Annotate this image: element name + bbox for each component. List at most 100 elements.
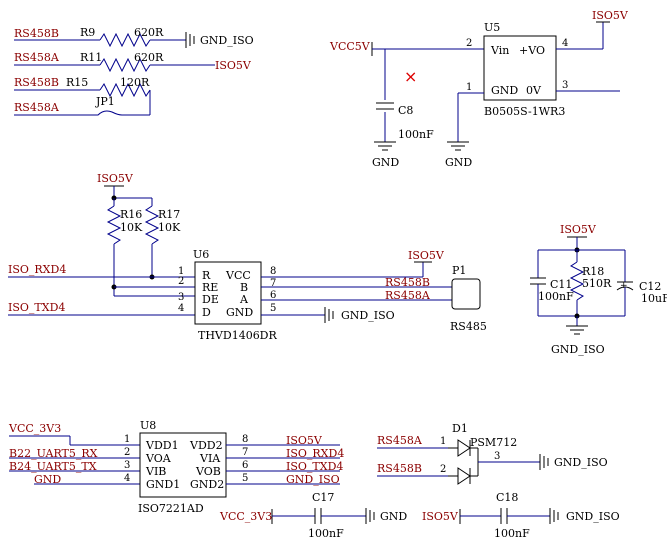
pin-number: 2 [440, 464, 446, 475]
u5-0v: 0V [526, 84, 542, 97]
u8-pin-name: VOA [145, 452, 172, 465]
u6-pin-name: VCC [225, 269, 251, 282]
u6-pin-name: DE [202, 293, 219, 306]
net-label: RS458B [14, 76, 59, 89]
c18-value: 100nF [494, 527, 530, 540]
c17-value: 100nF [308, 527, 344, 540]
pin-number: 1 [124, 434, 130, 445]
u6-pin-name: RE [202, 281, 218, 294]
r18-ref: R18 [582, 265, 604, 278]
pin-number: 8 [270, 266, 276, 277]
net-label: ISO_RXD4 [286, 447, 344, 460]
pin-number: 7 [270, 278, 276, 289]
u8-pin-name: VOB [195, 465, 221, 478]
jp1-ref: JP1 [95, 95, 115, 108]
u5-part: B0505S-1WR3 [484, 105, 565, 118]
net-label: ISO5V [560, 223, 597, 236]
net-label: GND [380, 510, 407, 523]
pin-number: 8 [242, 434, 248, 445]
pin-number: 3 [494, 451, 500, 462]
pin-number: 2 [466, 38, 472, 49]
u8-part: ISO7221AD [138, 502, 204, 515]
u8-pin-name: GND1 [146, 478, 180, 491]
u6-pin-name: D [202, 306, 211, 319]
r15-ref: R15 [66, 76, 88, 89]
net-label: RS458A [377, 434, 423, 447]
net-label: RS458A [14, 101, 60, 114]
u5-vin: Vin [490, 44, 509, 57]
c8-ref: C8 [398, 104, 413, 117]
c18-ref: C18 [496, 491, 518, 504]
r9-ref: R9 [80, 26, 95, 39]
d1-part: PSM712 [470, 436, 517, 449]
pin-number: 3 [562, 80, 568, 91]
r16-ref: R16 [120, 208, 142, 221]
pin-number: 7 [242, 447, 248, 458]
r9-section: RS458B R9 620R GND_ISO [14, 26, 254, 48]
net-label: GND [34, 473, 61, 486]
pin-number: 4 [562, 38, 568, 49]
r11-section: RS458A R11 620R ISO5V [14, 51, 252, 73]
c18-section: ISO5V C18 100nF GND_ISO [422, 491, 620, 540]
net-label: GND_ISO [286, 473, 340, 486]
net-label: GND_ISO [551, 343, 605, 356]
net-label: ISO_RXD4 [8, 263, 66, 276]
net-label: ISO5V [97, 172, 134, 185]
u8-section: VCC_3V3 B22_UART5_RX B24_UART5_TX GND U8… [8, 419, 344, 515]
net-label: ISO5V [592, 9, 629, 22]
c17-section: VCC_3V3 C17 100nF GND [219, 491, 407, 540]
net-label: ISO5V [408, 249, 445, 262]
net-label: VCC_3V3 [219, 510, 272, 523]
c12-value: 10uF [641, 292, 667, 305]
net-label: ISO5V [286, 434, 323, 447]
u6-ref: U6 [193, 248, 209, 261]
net-label: GND [372, 156, 399, 169]
no-connect-marker: × [404, 67, 417, 86]
r11-value: 620R [134, 51, 164, 64]
polarity-marker: + [620, 281, 628, 291]
pin-number: 2 [124, 447, 130, 458]
u6-section: ISO5V R16 10K R17 10K ISO_RXD4 ISO_TXD4 … [8, 172, 487, 342]
c17-ref: C17 [312, 491, 334, 504]
u6-pin-name: B [240, 281, 248, 294]
r17-ref: R17 [158, 208, 180, 221]
net-label: ISO_TXD4 [286, 460, 343, 473]
r16-value: 10K [120, 221, 143, 234]
pin-number: 1 [440, 436, 446, 447]
net-label: ISO5V [215, 59, 252, 72]
u6-part: THVD1406DR [198, 329, 278, 342]
net-label: ISO_TXD4 [8, 301, 65, 314]
pin-number: 2 [178, 276, 184, 287]
u6-pin-name: GND [226, 306, 253, 319]
r15-value: 120R [120, 76, 150, 89]
u6-pin-name: R [202, 269, 211, 282]
u5-section: VCC5V C8 100nF GND × U5 Vin +VO GND 0V B… [329, 9, 629, 169]
pin-number: 5 [270, 303, 276, 314]
c12-ref: C12 [639, 280, 661, 293]
c8-value: 100nF [398, 128, 434, 141]
r17-value: 10K [158, 221, 181, 234]
net-label: B24_UART5_TX [9, 460, 97, 473]
pin-number: 3 [178, 292, 184, 303]
d1-ref: D1 [452, 422, 468, 435]
c11-value: 100nF [538, 290, 574, 303]
r15-section: RS458B R15 120R [14, 76, 151, 115]
net-label: GND [445, 156, 472, 169]
net-label: GND_ISO [341, 309, 395, 322]
r11-ref: R11 [80, 51, 102, 64]
net-label: GND_ISO [554, 456, 608, 469]
pin-number: 1 [178, 266, 184, 277]
pin-number: 6 [270, 290, 276, 301]
r9-value: 620R [134, 26, 164, 39]
p1-ref: P1 [452, 264, 466, 277]
pin-number: 5 [242, 473, 248, 484]
net-label: VCC_3V3 [8, 422, 61, 435]
net-label: RS458B [377, 462, 422, 475]
u8-pin-name: VDD2 [189, 439, 223, 452]
pin-number: 4 [124, 473, 130, 484]
net-label: RS458A [385, 289, 431, 302]
u8-pin-name: VIB [145, 465, 166, 478]
u8-pin-name: VDD1 [145, 439, 179, 452]
